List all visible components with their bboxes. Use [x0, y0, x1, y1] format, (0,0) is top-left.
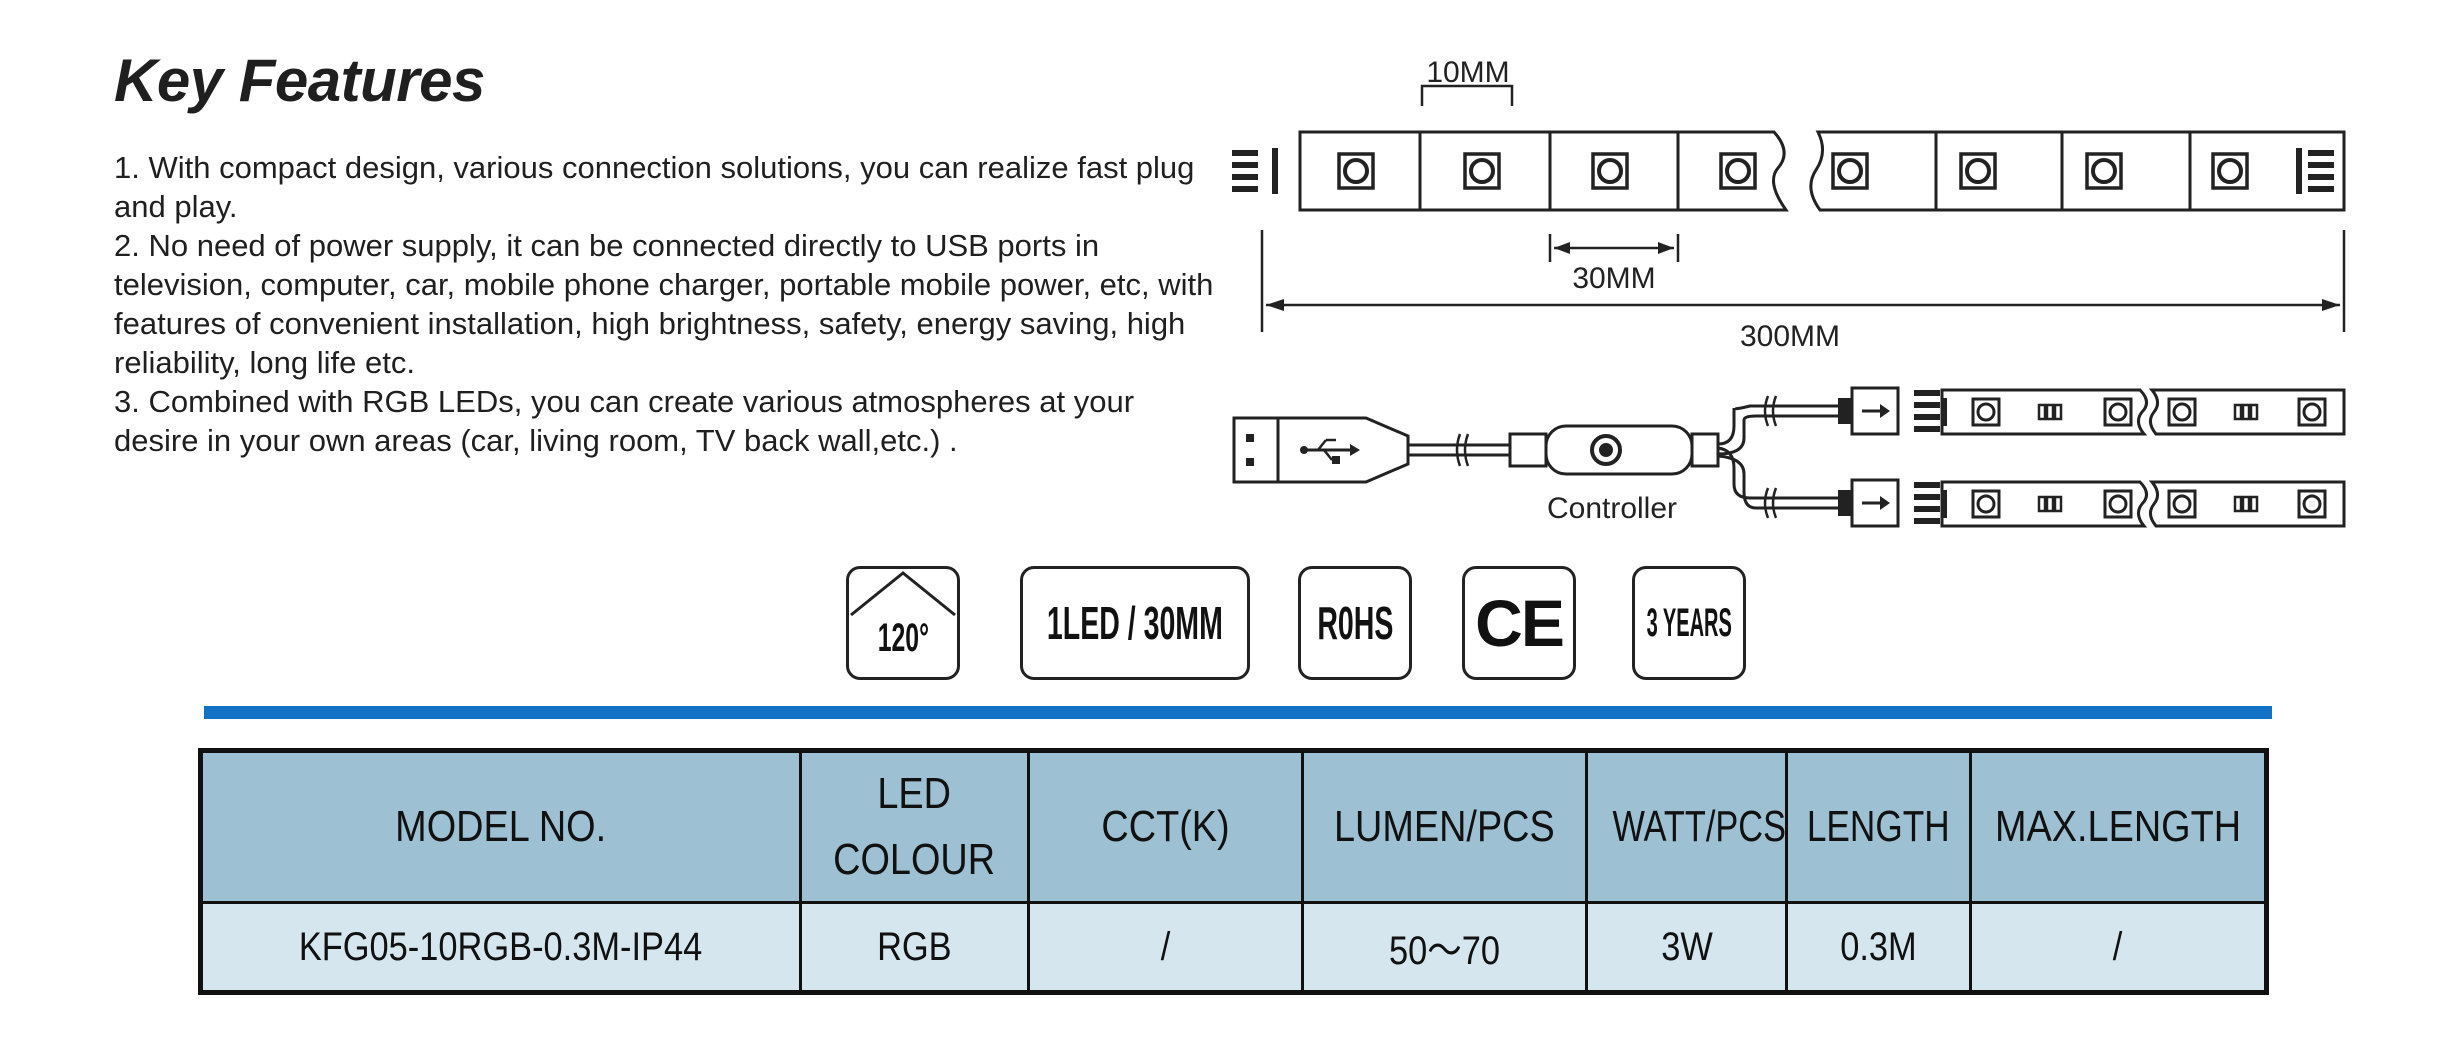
usb-plug	[1232, 416, 1410, 484]
column-header: MODEL NO.	[199, 749, 802, 904]
strip-diagram: 10MM 30MM	[1232, 56, 2346, 528]
connector-pins-icon	[1914, 482, 1940, 524]
led-chip-icon	[1971, 397, 2001, 427]
led-strip-segment	[1232, 130, 1789, 212]
led-chip-icon	[1831, 152, 1869, 190]
usb-icon	[1300, 438, 1360, 464]
led-chip-icon	[2103, 397, 2133, 427]
features-list: 1. With compact design, various connecti…	[114, 148, 1214, 460]
column-header: CCT(K)	[1027, 749, 1304, 904]
led-pitch-badge: 1LED / 30MM	[1020, 566, 1250, 680]
arrow-icon	[1862, 404, 1890, 418]
badge-label: 120°	[877, 615, 929, 660]
led-chip-icon	[2297, 489, 2327, 519]
beam-angle-icon	[850, 571, 956, 617]
led-chip-icon	[2297, 397, 2327, 427]
ce-badge: CE	[1462, 566, 1576, 680]
badge-label: R0HS	[1316, 597, 1394, 649]
table-cell: RGB	[799, 901, 1030, 994]
warranty-badge: 3 YEARS	[1632, 566, 1746, 680]
table-cell: 3W	[1585, 901, 1788, 994]
feature-item: 2. No need of power supply, it can be co…	[114, 228, 1214, 380]
table-cell: /	[1969, 901, 2268, 994]
spec-table: MODEL NO. LED COLOUR CCT(K) LUMEN/PCS WA…	[198, 748, 2269, 995]
led-chip-icon	[1591, 152, 1629, 190]
pitch-dimension-label: 30MM	[1572, 262, 1655, 295]
column-header: MAX.LENGTH	[1969, 749, 2268, 904]
rohs-badge: R0HS	[1298, 566, 1412, 680]
table-cell: KFG05-10RGB-0.3M-IP44	[199, 901, 802, 994]
connector-pins-icon	[1232, 150, 1258, 192]
badge-label: 3 YEARS	[1646, 600, 1732, 645]
table-cell: /	[1027, 901, 1304, 994]
column-header: LENGTH	[1785, 749, 1972, 904]
certification-badges: 120° 1LED / 30MM R0HS CE 3 YEARS	[846, 566, 1746, 686]
column-header: LUMEN/PCS	[1301, 749, 1588, 904]
length-dimension: 300MM	[1260, 230, 2346, 353]
led-chip-icon	[1971, 489, 2001, 519]
beam-angle-badge: 120°	[846, 566, 960, 680]
led-chip-icon	[2167, 397, 2197, 427]
page-title: Key Features	[114, 47, 485, 114]
led-chip-icon	[2085, 152, 2123, 190]
feature-item: 3. Combined with RGB LEDs, you can creat…	[114, 384, 1135, 458]
led-chip-icon	[2167, 489, 2197, 519]
feature-item: 1. With compact design, various connecti…	[114, 150, 1195, 224]
badge-label: 1LED / 30MM	[1047, 597, 1223, 649]
mini-strip	[1850, 386, 2346, 436]
width-dimension-label: 10MM	[1426, 56, 1509, 89]
led-chip-icon	[2103, 489, 2133, 519]
pitch-dimension: 30MM	[1548, 234, 1680, 295]
controller-label: Controller	[1547, 492, 1677, 525]
length-dimension-label: 300MM	[1740, 320, 1840, 353]
column-header: LED COLOUR	[799, 749, 1030, 904]
led-chip-icon	[1463, 152, 1501, 190]
connector-pins-icon	[1914, 390, 1940, 432]
led-chip-icon	[1337, 152, 1375, 190]
led-chip-icon	[2211, 152, 2249, 190]
ce-mark-icon: CE	[1475, 586, 1565, 660]
controller: Controller	[1508, 424, 1720, 525]
width-dimension: 10MM	[1420, 56, 1514, 106]
table-cell: 50～70	[1301, 901, 1588, 994]
section-divider	[204, 706, 2272, 719]
led-strip-segment	[1809, 130, 2346, 212]
led-chip-icon	[1719, 152, 1757, 190]
arrow-icon	[1862, 496, 1890, 510]
table-row: KFG05-10RGB-0.3M-IP44 RGB / 50～70 3W 0.3…	[199, 901, 2268, 994]
mini-strip	[1850, 478, 2346, 528]
table-cell: 0.3M	[1785, 901, 1972, 994]
table-header-row: MODEL NO. LED COLOUR CCT(K) LUMEN/PCS WA…	[199, 749, 2268, 904]
led-chip-icon	[1959, 152, 1997, 190]
column-header: WATT/PCS	[1585, 749, 1788, 904]
